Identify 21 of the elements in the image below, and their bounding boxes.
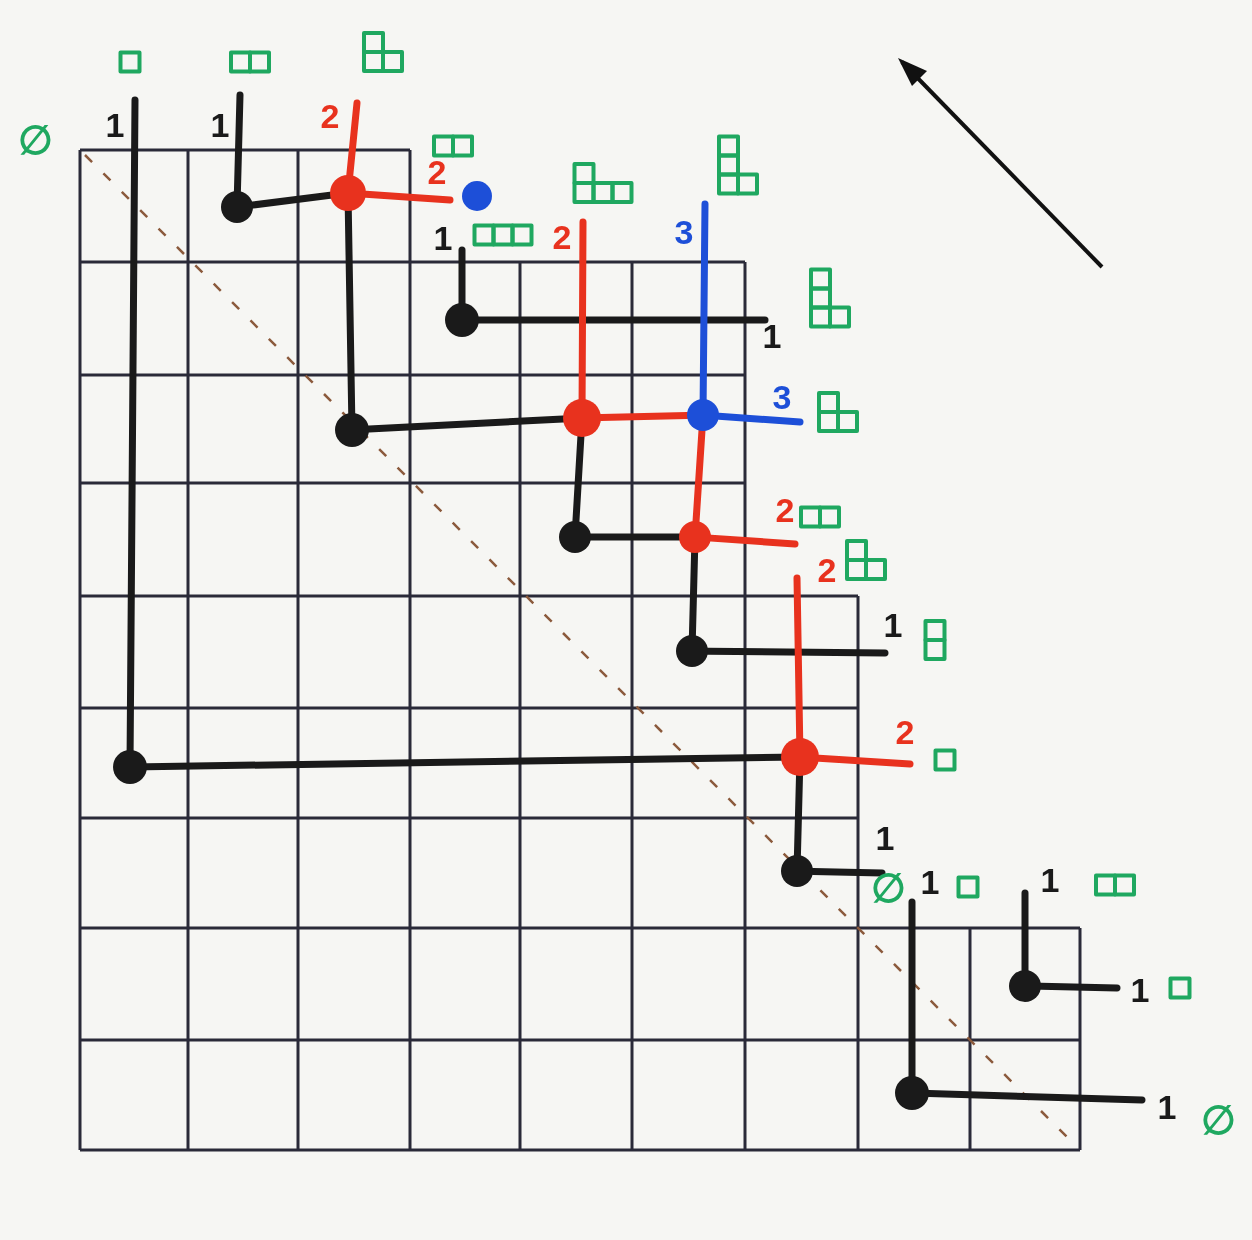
multiplicity-number: 1 (920, 865, 940, 899)
multiplicity-number: 1 (875, 821, 895, 855)
multiplicity-number: 1 (1130, 973, 1150, 1007)
multiplicity-number: 2 (817, 553, 837, 587)
empty-set-symbol: ∅ (1200, 1100, 1236, 1140)
empty-set-symbol: ∅ (870, 868, 906, 908)
multiplicity-number: 2 (552, 220, 572, 254)
multiplicity-number: 1 (105, 108, 125, 142)
multiplicity-number: 2 (427, 155, 447, 189)
multiplicity-number: 3 (674, 215, 694, 249)
multiplicity-number: 2 (320, 99, 340, 133)
multiplicity-number: 1 (762, 319, 782, 353)
multiplicity-number: 1 (1157, 1090, 1177, 1124)
multiplicity-number: 1 (210, 108, 230, 142)
multiplicity-number: 2 (895, 715, 915, 749)
multiplicity-number: 3 (772, 380, 792, 414)
multiplicity-number: 1 (883, 608, 903, 642)
empty-set-symbol: ∅ (17, 120, 53, 160)
multiplicity-number: 1 (1040, 863, 1060, 897)
multiplicity-number: 1 (433, 221, 453, 255)
multiplicity-number: 2 (775, 493, 795, 527)
